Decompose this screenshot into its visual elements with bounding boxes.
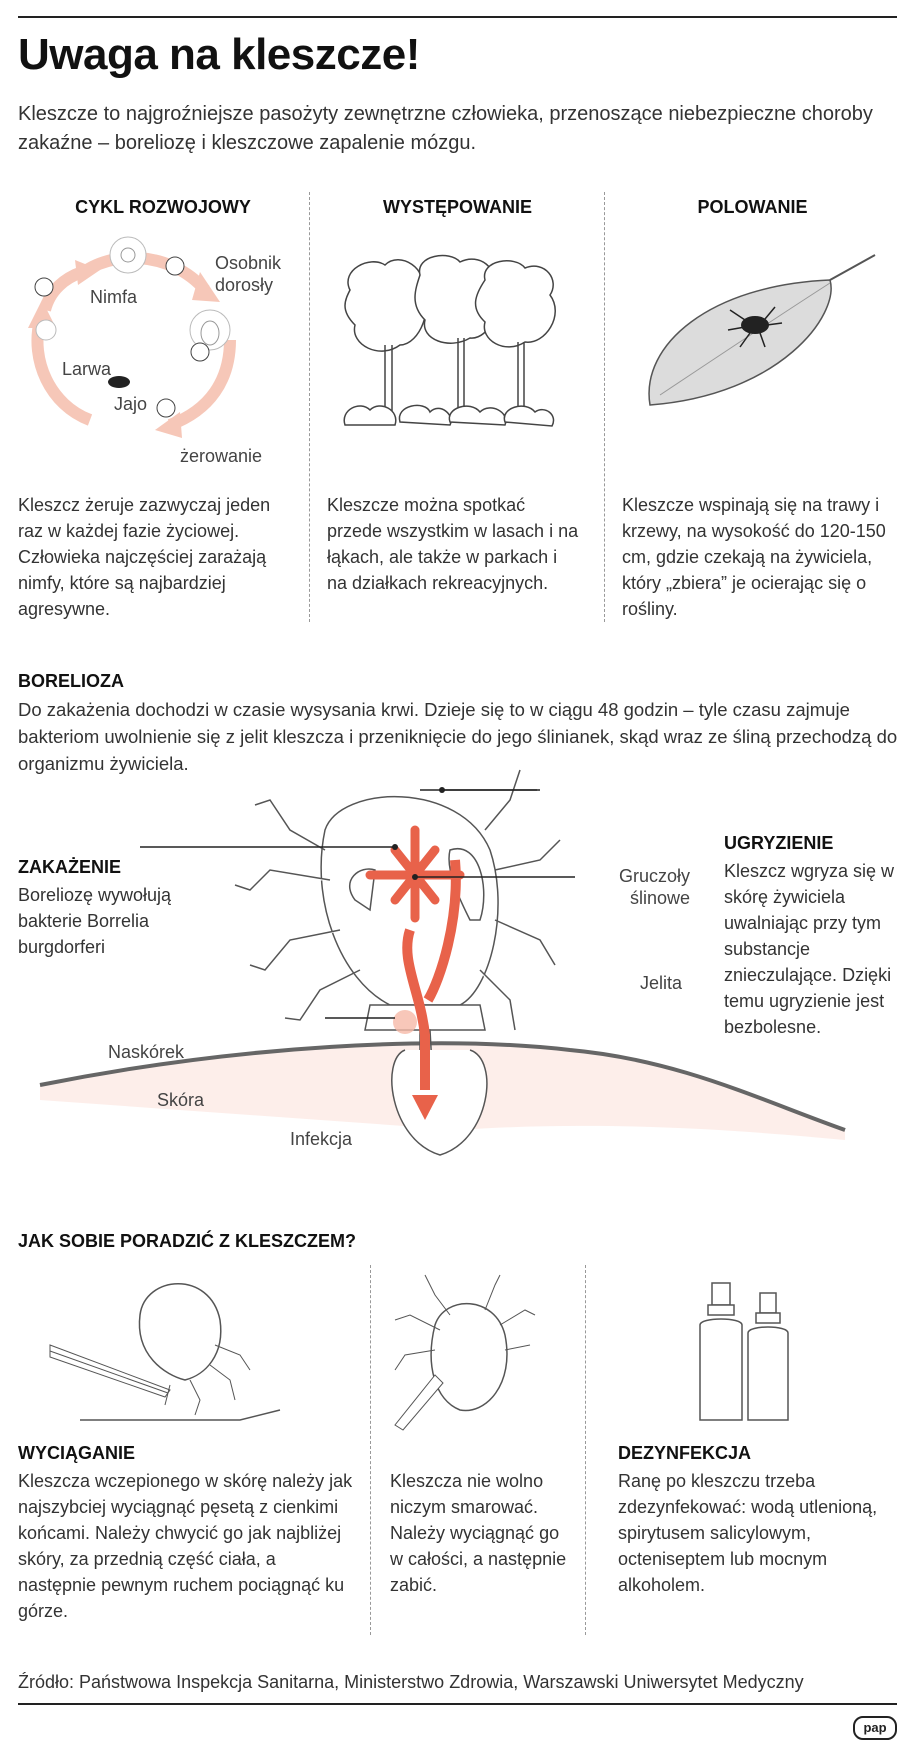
disinfection-text: Ranę po kleszczu trzeba zdezynfekować: w… bbox=[618, 1471, 878, 1595]
cycle-text: Kleszcz żeruje zazwyczaj jeden raz w każ… bbox=[18, 495, 271, 619]
gland-pointer bbox=[439, 787, 537, 793]
feeding-label: żerowanie bbox=[180, 446, 263, 466]
howto-divider bbox=[370, 1265, 371, 1635]
occurrence-heading: WYSTĘPOWANIE bbox=[382, 197, 532, 217]
disinfectant-bottles-illustration bbox=[699, 1282, 789, 1421]
infection-label: Infekcja bbox=[290, 1129, 353, 1149]
page-title: Uwaga na kleszcze! bbox=[18, 30, 420, 79]
bite-heading: UGRYZIENIE bbox=[724, 833, 834, 853]
disinfection-heading: DEZYNFEKCJA bbox=[618, 1443, 752, 1463]
skin-label: Skóra bbox=[157, 1090, 205, 1110]
removal-heading: WYCIĄGANIE bbox=[18, 1443, 135, 1463]
column-divider bbox=[309, 192, 310, 622]
forest-illustration bbox=[343, 254, 556, 427]
top-rule bbox=[18, 16, 897, 18]
pap-logo: pap bbox=[853, 1716, 897, 1740]
nymph-label: Nimfa bbox=[90, 287, 138, 307]
life-cycle-diagram bbox=[28, 236, 236, 438]
larva-label: Larwa bbox=[62, 359, 112, 379]
cycle-heading: CYKL ROZWOJOWY bbox=[75, 197, 251, 217]
borelioza-text: Do zakażenia dochodzi w czasie wysysania… bbox=[18, 699, 898, 774]
tweezers-illustration bbox=[49, 1283, 281, 1421]
infection-text: Boreliozę wywołują bakterie Borrelia bur… bbox=[18, 885, 172, 957]
bite-text: Kleszcz wgryza się w skórę żywiciela uwa… bbox=[724, 861, 895, 1037]
epidermis-label: Naskórek bbox=[108, 1042, 185, 1062]
borelioza-heading: BORELIOZA bbox=[18, 671, 124, 691]
column-divider bbox=[604, 192, 605, 622]
howto-heading: JAK SOBIE PORADZIĆ Z KLESZCZEM? bbox=[18, 1231, 357, 1251]
source-text: Źródło: Państwowa Inspekcja Sanitarna, M… bbox=[18, 1672, 804, 1692]
intro-text: Kleszcze to najgroźniejsze pasożyty zewn… bbox=[18, 103, 873, 154]
removal-text: Kleszcza wczepionego w skórę należy jak … bbox=[18, 1471, 353, 1621]
bottom-rule bbox=[18, 1703, 897, 1705]
hunting-text: Kleszcze wspinają się na trawy i krzewy,… bbox=[622, 495, 886, 619]
adult-label: Osobnik dorosły bbox=[215, 253, 282, 295]
tick-illustration bbox=[394, 1274, 536, 1431]
howto-divider bbox=[585, 1265, 586, 1635]
occurrence-text: Kleszcze można spotkać przede wszystkim … bbox=[327, 495, 579, 593]
gut-label: Jelita bbox=[640, 973, 683, 993]
infection-heading: ZAKAŻENIE bbox=[18, 857, 121, 877]
glands-label: Gruczoły ślinowe bbox=[618, 866, 690, 908]
leaf-with-tick-illustration bbox=[648, 254, 876, 406]
no-smear-text: Kleszcza nie wolno niczym smarować. Nale… bbox=[390, 1471, 567, 1595]
egg-label: Jajo bbox=[114, 394, 148, 414]
hunting-heading: POLOWANIE bbox=[697, 197, 808, 217]
tick-bite-diagram bbox=[39, 769, 846, 1156]
